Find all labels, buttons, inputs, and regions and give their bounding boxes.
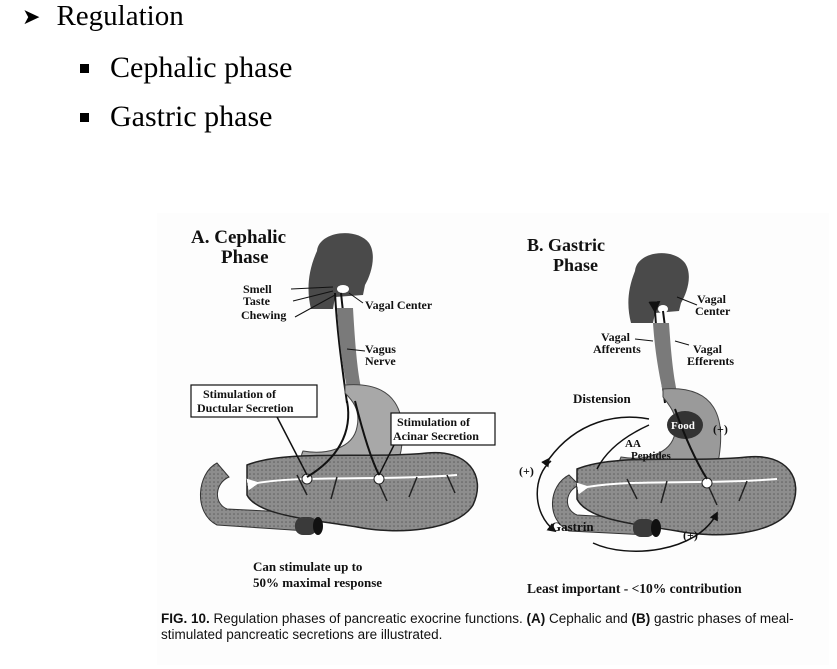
bullet-text: Gastric phase [110,100,273,133]
label-food: Food [671,420,695,432]
square-bullet-icon [80,112,89,122]
box2-line2: Acinar Secretion [393,429,479,443]
label-vagal-efferents-2: Efferents [687,354,734,368]
label-taste: Taste [243,294,271,308]
label-plus-right: (+) [713,422,728,436]
label-gastrin: Gastrin [551,519,594,534]
panel-a-footer-2: 50% maximal response [253,575,382,590]
label-vagal-efferents-1: Vagal [693,342,723,356]
label-vagal-afferents-1: Vagal [601,330,631,344]
caption-b: (B) [631,611,651,626]
box1-line2: Ductular Secretion [197,401,294,415]
head-silhouette-b [628,253,689,323]
panel-b-footer: Least important - <10% contribution [527,581,742,596]
label-vagal-afferents-2: Afferents [593,342,641,356]
panel-a-title-2: Phase [221,247,269,268]
panel-b-gastric: B. Gastric Phase Vagal Center Vagal Affe… [519,235,797,596]
label-plus-bottom: (+) [683,528,698,542]
label-peptides: Peptides [631,450,671,462]
label-vagus: Vagus [365,342,396,356]
head-silhouette-a [308,233,373,309]
panel-a-title-1: A. Cephalic [191,227,286,248]
bullet-regulation: ➤ Regulation [22,0,184,33]
figure-illustration: A. Cephalic Phase Smell Taste Chewing Va… [190,227,797,596]
label-distension: Distension [573,391,632,406]
pancreatic-regulation-figure: A. Cephalic Phase Smell Taste Chewing Va… [157,213,829,665]
label-nerve: Nerve [365,354,396,368]
label-aa: AA [625,438,641,450]
box-acinar-secretion [390,412,496,446]
label-vagal-center-b-1: Vagal [697,292,727,306]
bullet-text: Regulation [56,0,184,32]
caption-a: (A) [526,611,546,626]
figure-caption: FIG. 10. Regulation phases of pancreatic… [161,611,811,643]
box-ductular-secretion [190,384,318,418]
caption-text-2: Cephalic and [545,611,632,626]
label-plus-left: (+) [519,464,534,478]
square-bullet-icon [80,63,89,73]
panel-b-title-2: Phase [553,255,598,275]
caption-text-1: Regulation phases of pancreatic exocrine… [209,611,527,626]
bullet-cephalic-phase: Cephalic phase [80,51,292,85]
box2-line1: Stimulation of [397,415,471,429]
label-smell: Smell [243,282,272,296]
arrow-bullet-icon: ➤ [22,3,41,29]
label-vagal-center-b-2: Center [695,304,731,318]
pancreas-b [576,455,797,536]
panel-a-footer-1: Can stimulate up to [253,559,362,574]
box1-line1: Stimulation of [203,387,277,401]
bullet-gastric-phase: Gastric phase [80,100,272,134]
label-chewing: Chewing [241,308,286,322]
caption-label: FIG. 10. [161,611,210,626]
panel-a-cephalic: A. Cephalic Phase Smell Taste Chewing Va… [190,227,496,590]
food-bolus [667,411,703,439]
bullet-text: Cephalic phase [110,51,293,84]
label-vagal-center: Vagal Center [365,298,433,312]
caption-text-3: gastric phases of meal-stimulated pancre… [161,611,794,642]
panel-b-title-1: B. Gastric [527,235,605,255]
